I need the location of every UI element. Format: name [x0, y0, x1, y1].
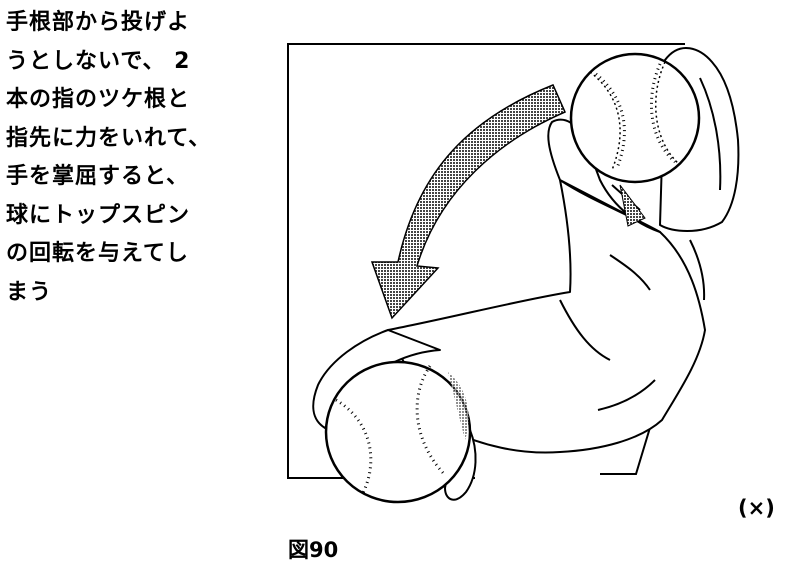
forearm — [387, 179, 706, 454]
caption-line: 指先に力をいれて、 — [6, 125, 212, 151]
caption-line: まう — [6, 279, 53, 305]
caption-line: うとしないで、 2 — [6, 48, 191, 74]
caption-text: 手根部から投げよ うとしないで、 2 本の指のツケ根と 指先に力をいれて、 手を… — [6, 4, 266, 312]
caption-line: の回転を与えてし — [6, 241, 189, 266]
caption-line: 本の指のツケ根と — [6, 87, 191, 112]
shadow-mark — [619, 184, 646, 227]
verdict-mark: (×) — [738, 496, 775, 520]
baseball-lower-icon — [324, 360, 472, 504]
caption-line: 手を掌屈すると、 — [6, 164, 190, 189]
caption-line: 球にトップスピン — [6, 202, 191, 228]
baseball-upper-icon — [569, 52, 701, 184]
figure-label: 図90 — [288, 538, 339, 562]
motion-arrow-icon — [370, 84, 566, 320]
caption-line: 手根部から投げよ — [6, 10, 191, 35]
